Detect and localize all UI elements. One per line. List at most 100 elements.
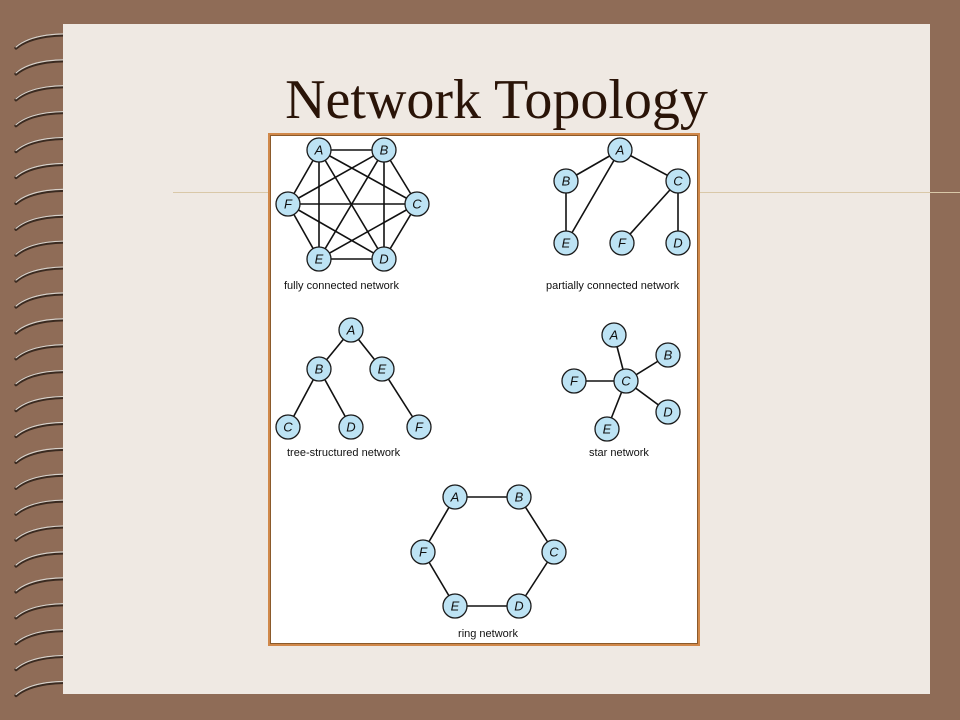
- edge-c-f: [621, 180, 679, 244]
- node-circle: [655, 399, 681, 425]
- node-circle: [594, 416, 620, 442]
- node-circle: [410, 539, 436, 565]
- node-circle: [506, 593, 532, 619]
- node-circle: [371, 246, 397, 272]
- node-e: E: [306, 246, 332, 272]
- node-f: F: [406, 414, 432, 440]
- node-circle: [541, 539, 567, 565]
- node-b: B: [506, 484, 532, 510]
- node-label: F: [570, 374, 579, 389]
- node-circle: [609, 230, 635, 256]
- node-label: B: [315, 362, 324, 377]
- node-label: C: [621, 374, 631, 389]
- node-f: F: [275, 191, 301, 217]
- node-label: C: [412, 197, 422, 212]
- node-circle: [306, 137, 332, 163]
- node-label: D: [346, 420, 355, 435]
- node-circle: [601, 322, 627, 348]
- edge-a-e: [565, 149, 621, 244]
- node-a: A: [306, 137, 332, 163]
- node-a: A: [338, 317, 364, 343]
- node-f: F: [410, 539, 436, 565]
- node-b: B: [306, 356, 332, 382]
- node-a: A: [442, 484, 468, 510]
- node-circle: [506, 484, 532, 510]
- node-circle: [306, 356, 332, 382]
- node-circle: [613, 368, 639, 394]
- node-circle: [553, 168, 579, 194]
- node-f: F: [561, 368, 587, 394]
- tree-structured-caption: tree-structured network: [287, 447, 401, 459]
- node-label: F: [618, 236, 627, 251]
- node-label: A: [609, 328, 619, 343]
- edge-d-f: [287, 203, 385, 260]
- node-f: F: [609, 230, 635, 256]
- node-d: D: [655, 399, 681, 425]
- node-label: F: [415, 420, 424, 435]
- node-circle: [406, 414, 432, 440]
- node-circle: [404, 191, 430, 217]
- node-circle: [371, 137, 397, 163]
- node-label: B: [562, 174, 571, 189]
- node-label: E: [451, 599, 460, 614]
- ring-caption: ring network: [458, 628, 518, 640]
- node-label: E: [603, 422, 612, 437]
- node-c: C: [404, 191, 430, 217]
- node-circle: [665, 168, 691, 194]
- node-label: D: [379, 252, 388, 267]
- node-label: C: [283, 420, 293, 435]
- node-label: E: [562, 236, 571, 251]
- node-label: B: [664, 348, 673, 363]
- node-d: D: [665, 230, 691, 256]
- node-a: A: [607, 137, 633, 163]
- node-d: D: [338, 414, 364, 440]
- node-b: B: [371, 137, 397, 163]
- node-circle: [561, 368, 587, 394]
- node-label: C: [673, 174, 683, 189]
- node-circle: [607, 137, 633, 163]
- node-circle: [275, 414, 301, 440]
- node-circle: [553, 230, 579, 256]
- node-label: A: [346, 323, 356, 338]
- node-label: B: [380, 143, 389, 158]
- node-c: C: [541, 539, 567, 565]
- node-e: E: [594, 416, 620, 442]
- node-d: D: [506, 593, 532, 619]
- node-circle: [338, 317, 364, 343]
- node-label: B: [515, 490, 524, 505]
- node-label: D: [663, 405, 672, 420]
- star-caption: star network: [589, 447, 649, 459]
- node-circle: [665, 230, 691, 256]
- slide-title: Network Topology: [285, 69, 708, 131]
- node-circle: [442, 593, 468, 619]
- node-b: B: [553, 168, 579, 194]
- node-label: A: [450, 490, 460, 505]
- edge-b-f: [287, 149, 385, 205]
- node-c: C: [613, 368, 639, 394]
- node-b: B: [655, 342, 681, 368]
- node-circle: [655, 342, 681, 368]
- node-e: E: [553, 230, 579, 256]
- node-circle: [306, 246, 332, 272]
- node-circle: [369, 356, 395, 382]
- fully-connected-caption: fully connected network: [284, 280, 399, 292]
- node-label: F: [419, 545, 428, 560]
- node-circle: [275, 191, 301, 217]
- node-c: C: [275, 414, 301, 440]
- node-d: D: [371, 246, 397, 272]
- edge-c-e: [318, 203, 418, 260]
- node-e: E: [442, 593, 468, 619]
- node-label: C: [549, 545, 559, 560]
- partially-connected-caption: partially connected network: [546, 280, 680, 292]
- node-label: D: [673, 236, 682, 251]
- node-label: A: [314, 143, 324, 158]
- node-e: E: [369, 356, 395, 382]
- node-label: D: [514, 599, 523, 614]
